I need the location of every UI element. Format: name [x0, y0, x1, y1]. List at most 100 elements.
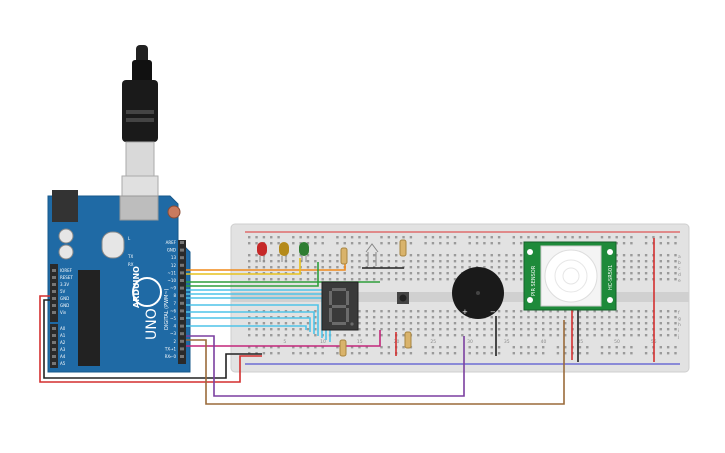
- power-jack: [52, 190, 78, 222]
- resistor-2: [399, 239, 407, 257]
- tx-led-label: TX: [127, 254, 133, 259]
- analog-pin-label: A1: [60, 333, 66, 338]
- column-number: 35: [504, 339, 510, 345]
- digital-pin-label: ~6: [170, 308, 176, 313]
- analog-pin-label: A4: [60, 354, 66, 359]
- column-number: 5: [283, 339, 286, 345]
- header-pin: [180, 309, 184, 313]
- header-pin: [180, 301, 184, 305]
- digital-pin-label: ~5: [170, 316, 176, 321]
- buzzer-minus-label: −: [490, 308, 496, 316]
- digital-pin-label: 12: [171, 263, 177, 268]
- power-pin-label: GND: [60, 296, 69, 301]
- header-pin: [180, 347, 184, 351]
- digital-pin-label: ~9: [170, 286, 176, 291]
- header-pin: [180, 324, 184, 328]
- l-led-label: L: [128, 236, 131, 241]
- led-red: [257, 242, 267, 262]
- header-pin: [180, 248, 184, 252]
- row-letter: i: [678, 328, 679, 334]
- header-pin: [180, 294, 184, 298]
- column-number: 10: [320, 339, 326, 345]
- led-yellow: [279, 242, 289, 262]
- digital-pin-label: 7: [173, 301, 176, 306]
- power-pin-label: 5V: [60, 289, 66, 294]
- piezo-buzzer: + −: [452, 267, 504, 319]
- digital-header-label: DIGITAL (PWM~): [164, 288, 170, 330]
- digital-pin-label: AREF: [166, 240, 177, 245]
- arduino-uno-board[interactable]: L TX RX ARDUINO UNO DIGITAL (PWM~) AREFG…: [47, 190, 191, 373]
- header-pin: [180, 271, 184, 275]
- digital-pin-label: TX→1: [164, 346, 177, 351]
- header-pin: [180, 355, 184, 358]
- digital-pin-label: 13: [171, 255, 177, 260]
- digital-pin-label: ~10: [168, 278, 177, 283]
- power-pin-label: Vin: [60, 310, 67, 315]
- header-pin: [180, 339, 184, 343]
- row-letter: h: [678, 322, 681, 328]
- header-pin: [52, 334, 56, 337]
- row-letter: a: [678, 255, 681, 260]
- rx-led-label: RX: [128, 262, 134, 267]
- header-pin: [180, 241, 184, 244]
- analog-header: [50, 324, 58, 368]
- header-pin: [180, 263, 184, 267]
- column-number: 25: [430, 339, 436, 345]
- wire-cyan-4: [186, 304, 319, 336]
- wire-red: [39, 295, 262, 383]
- digital-pin-label: 8: [173, 293, 176, 298]
- push-button[interactable]: [397, 292, 409, 304]
- wire-pink: [186, 330, 381, 347]
- header-pin: [180, 317, 184, 320]
- header-pin: [180, 332, 184, 336]
- wire-cyan-6: [186, 317, 311, 332]
- row-letter: d: [678, 272, 681, 278]
- row-letter: g: [678, 317, 681, 322]
- reset-button: [167, 205, 181, 219]
- wire-orange: [186, 262, 346, 271]
- digital-pin-label: RX←0: [165, 354, 177, 359]
- usb-cable: [121, 45, 159, 221]
- transistor: [365, 243, 379, 266]
- wire-brown: [186, 320, 565, 405]
- digital-pin-label: ~3: [170, 331, 176, 336]
- seven-segment-display: [321, 281, 359, 331]
- digital-pin-label: GND: [167, 248, 176, 253]
- analog-pin-label: A5: [60, 361, 66, 366]
- wire-cyan-7: [186, 325, 307, 330]
- header-pin: [52, 311, 56, 314]
- header-pin: [52, 304, 56, 307]
- header-pin: [52, 269, 56, 272]
- analog-pin-label: A3: [60, 347, 66, 352]
- header-pin: [52, 341, 56, 344]
- crystal-oscillator: [101, 231, 125, 259]
- column-number: 15: [357, 339, 363, 345]
- row-letter: b: [678, 260, 681, 266]
- analog-pin-label: A0: [60, 326, 66, 331]
- resistor-1: [340, 247, 348, 265]
- row-letter: e: [678, 279, 681, 284]
- digital-pin-label: 4: [173, 324, 176, 329]
- wire-purple: [186, 335, 465, 397]
- header-pin: [52, 283, 56, 286]
- arduino-model-label: UNO: [144, 308, 160, 340]
- power-pin-label: RESET: [60, 275, 73, 280]
- wire-yellow: [186, 258, 301, 275]
- column-number: 50: [614, 339, 620, 345]
- column-number: 30: [467, 339, 473, 345]
- wire-green-2: [186, 262, 319, 287]
- power-pin-label: 3.3V: [60, 282, 69, 287]
- column-number: 45: [577, 339, 583, 345]
- buzzer-plus-label: +: [462, 308, 468, 316]
- atmega-chip: [78, 270, 100, 366]
- pir-sensor: PIR SENSOR HC-SR501: [523, 241, 617, 311]
- usb-port: [119, 195, 159, 221]
- wire-black: [43, 299, 262, 379]
- header-pin: [52, 276, 56, 279]
- header-pin: [52, 355, 56, 358]
